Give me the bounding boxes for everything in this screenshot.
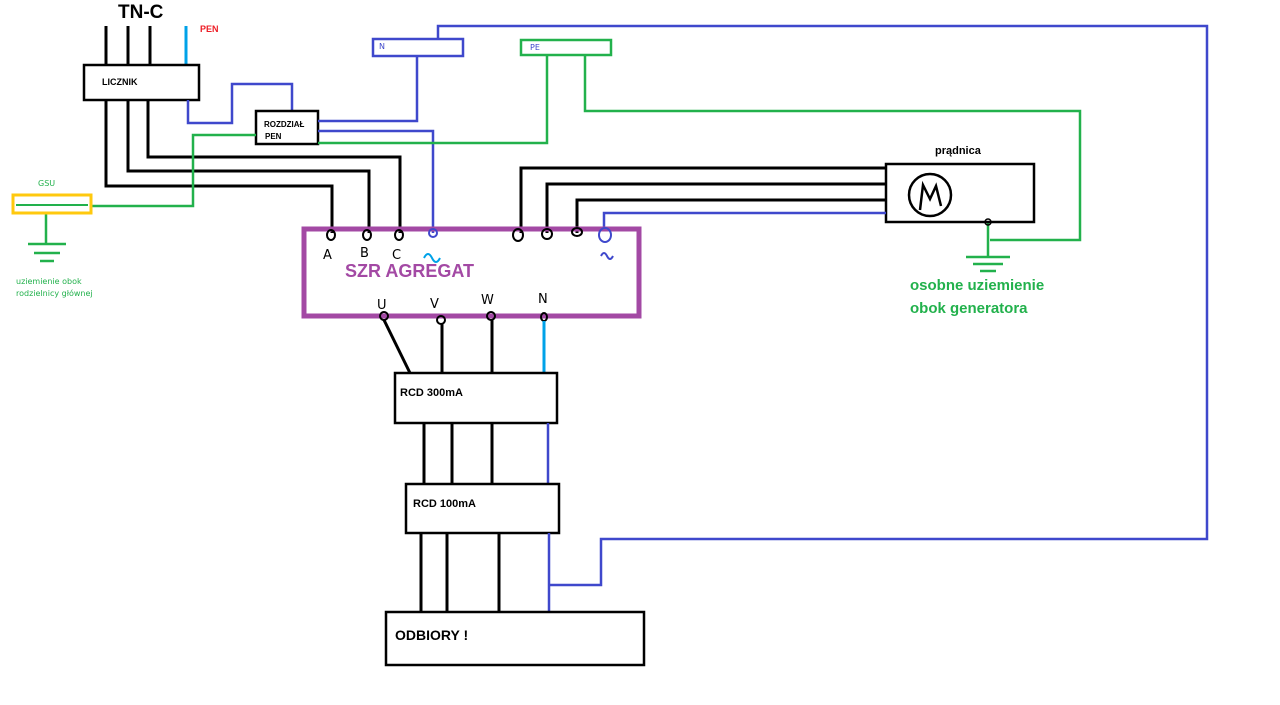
n-bar-return-wire [436,24,1209,587]
ats-to-rcd1-wires [382,319,546,374]
ats-terminal-n-in [428,228,438,238]
pen-split-label-line1: ROZDZIAŁ [264,120,305,129]
mains-phase-a-wire [104,100,334,233]
generator-symbol-icon [907,172,953,218]
ats-input-terminals [326,227,612,243]
generator-wires [519,166,886,233]
main-ground-label-line1: uziemienie obok [16,277,82,286]
generator-ground-terminal [984,218,992,226]
pe-bar [519,38,613,57]
ats-gen-neutral-wave-icon [600,252,614,260]
rcd2-to-loads-wires [419,533,551,612]
generator-box [884,162,1036,224]
ats-output-label-u: U [377,298,387,313]
system-type-label: TN-C [118,2,164,23]
ats-input-label-c: C [392,248,401,263]
main-ground-label-line2: rodzielnicy głównej [16,288,93,298]
ats-input-label-a: A [323,248,332,263]
pe-bar-label: PE [530,43,540,52]
rcd1-to-rcd2-wires [422,423,550,484]
gen-ground-label-line2: obok generatora [910,300,1028,317]
meter-label: LICZNIK [102,77,138,87]
rcd-300ma-label: RCD 300mA [400,387,463,399]
ats-terminal-gen-2 [541,228,553,240]
loads-label: ODBIORY ! [395,627,468,643]
gen-ground-label-line1: osobne uziemienie [910,277,1044,294]
ats-input-labels: A B C [323,246,401,263]
mains-neutral-to-ats-wire [318,129,435,233]
generator-phase-3-wire [575,198,886,233]
ats-terminal-c-in [394,229,404,241]
ats-terminal-a-in [326,229,336,241]
rcd-300ma-box [393,371,559,425]
loads-box [384,610,646,667]
pen-wire [186,82,294,125]
rcd-100ma-label: RCD 100mA [413,498,476,510]
gsu-to-splitter-wire [92,133,256,208]
pen-split-box [254,109,320,146]
n-bar [371,37,465,58]
ats-output-label-w: W [481,293,494,308]
splitter-to-pe-bar-wire [318,55,549,145]
mains-phase-b-wire [126,100,371,233]
mains-phase-wires [104,100,402,233]
pe-bar-to-generator-wire [583,55,1082,242]
ats-neutral-in-wave-icon [423,253,441,263]
pen-label: PEN [200,24,219,34]
neutral-wires [318,24,1209,587]
ats-terminal-gen-3 [571,227,583,237]
splitter-to-n-bar-wire [318,56,419,123]
ats-output-labels: U V W N [377,292,548,313]
ats-output-label-n: N [538,292,548,307]
ats-label: SZR AGREGAT [345,261,474,281]
ats-box [301,226,642,319]
mains-phase-c-wire [146,100,402,233]
meter-box [82,63,201,102]
ats-terminal-b-in [362,229,372,241]
generator-phase-2-wire [545,182,886,233]
generator-label: prądnica [935,145,982,157]
generator-neutral-wire [602,211,886,227]
pen-split-label-line2: PEN [265,132,282,141]
gsu-label: GSU [38,179,55,188]
supply-wires [104,26,188,68]
generator-wave-icon [918,180,943,211]
output-u-wire [382,319,412,374]
n-bar-label: N [379,42,385,51]
generator-phase-1-wire [519,166,886,233]
ats-output-label-v: V [430,297,439,312]
ats-input-label-b: B [360,246,369,261]
ats-terminal-gen-n [598,227,612,243]
pe-wires [28,55,1082,273]
ats-terminal-gen-1 [512,228,524,242]
rcd-100ma-box [404,482,561,535]
